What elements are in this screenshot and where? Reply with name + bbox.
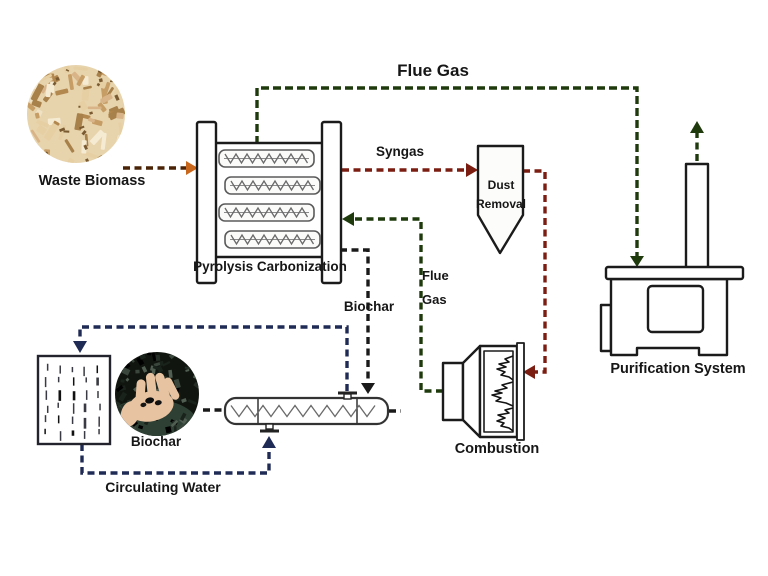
dust-removal-to-combustion-line — [523, 169, 547, 379]
combustion-unit — [441, 342, 525, 441]
hand-icon — [120, 372, 180, 427]
combustion-to-pyrolysis-flue-line — [342, 212, 443, 393]
dust-removal-label-line2: Removal — [475, 197, 527, 211]
waste-biomass-photo — [27, 65, 125, 163]
flue-gas-mid-label-line2: Gas — [422, 292, 447, 307]
flue-gas-top-label: Flue Gas — [397, 61, 469, 80]
combustion-label: Combustion — [454, 441, 540, 457]
syngas-label: Syngas — [375, 144, 425, 159]
biochar-product-label: Biochar — [130, 434, 182, 449]
pyrolysis-carbonization-label: Pyrolysis Carbonization — [193, 259, 347, 274]
waste-biomass-label: Waste Biomass — [38, 173, 146, 189]
waste-biomass-feed-arrow — [123, 161, 198, 175]
biochar-stream-line — [340, 248, 375, 394]
flame-icon — [491, 355, 514, 432]
dust-removal-unit — [476, 144, 525, 255]
dust-removal-label-line1: Dust — [487, 178, 515, 192]
cooler-top-nozzle — [338, 391, 357, 400]
biochar-cooler-conveyor — [223, 391, 390, 433]
flue-gas-mid-label: Flue Gas — [422, 264, 449, 312]
biochar-photo — [115, 352, 199, 436]
syngas-line — [342, 163, 478, 177]
flue-gas-mid-label-line1: Flue — [422, 268, 449, 283]
dust-removal-label: Dust Removal — [476, 176, 526, 214]
biochar-product-line — [203, 408, 401, 413]
circulating-water-return-line — [73, 325, 349, 391]
purification-system-label: Purification System — [610, 361, 746, 377]
purification-system-unit — [599, 162, 745, 357]
circulating-water-supply-line — [80, 436, 276, 475]
biochar-stream-label: Biochar — [343, 299, 395, 314]
circulating-water-tank — [36, 354, 112, 446]
circulating-water-label: Circulating Water — [105, 479, 221, 495]
cooler-bottom-nozzle — [260, 423, 279, 433]
flue-gas-top-line — [255, 86, 644, 267]
chimney-exhaust-arrow — [690, 121, 704, 161]
pyrolysis-carbonization-unit — [195, 120, 343, 285]
